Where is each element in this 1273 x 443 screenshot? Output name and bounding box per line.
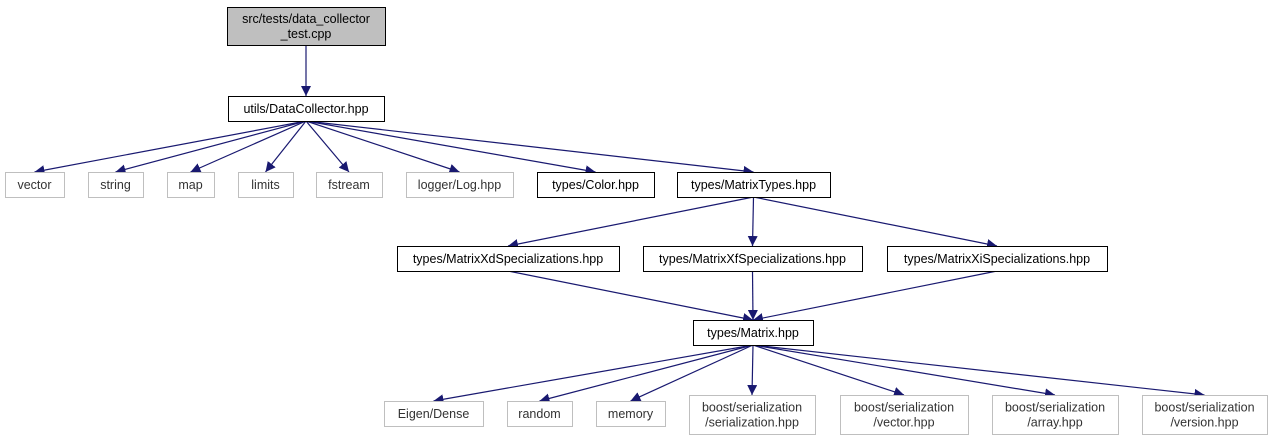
node-box <box>887 246 1108 272</box>
node-label: logger/Log.hpp <box>418 178 501 192</box>
node-box <box>228 96 385 122</box>
node-box <box>406 172 514 198</box>
node-label: memory <box>608 407 654 421</box>
node-matrixtypes[interactable]: types/MatrixTypes.hpp <box>677 172 831 198</box>
node-box <box>1142 395 1268 435</box>
node-label: _test.cpp <box>280 27 332 41</box>
edge-matrix-to-barr <box>752 344 1056 399</box>
node-barr: boost/serialization/array.hpp <box>992 395 1119 435</box>
edge-xd-to-matrix <box>507 270 754 323</box>
node-xd[interactable]: types/MatrixXdSpecializations.hpp <box>397 246 620 272</box>
node-box <box>316 172 383 198</box>
node-log: logger/Log.hpp <box>406 172 514 198</box>
node-label: string <box>100 178 131 192</box>
nodes: src/tests/data_collector_test.cpp utils/D… <box>5 7 1268 435</box>
node-box <box>992 395 1119 435</box>
edge-datacollector-to-string <box>115 120 307 175</box>
edge-datacollector-to-limits <box>265 120 307 173</box>
node-bvec: boost/serialization/vector.hpp <box>840 395 969 435</box>
node-label: types/Matrix.hpp <box>707 326 799 340</box>
edge-datacollector-to-color <box>305 120 596 176</box>
node-datacollector[interactable]: utils/DataCollector.hpp <box>228 96 385 122</box>
node-label: /version.hpp <box>1170 416 1238 430</box>
node-label: map <box>178 178 202 192</box>
node-label: boost/serialization <box>854 401 954 415</box>
node-box <box>507 401 573 427</box>
node-label: vector <box>17 178 51 192</box>
node-label: limits <box>251 178 279 192</box>
node-label: types/MatrixXiSpecializations.hpp <box>904 252 1090 266</box>
node-box <box>227 7 386 46</box>
node-eigen: Eigen/Dense <box>384 401 484 427</box>
node-box <box>689 395 816 435</box>
node-bser: boost/serialization/serialization.hpp <box>689 395 816 435</box>
node-label: Eigen/Dense <box>398 407 470 421</box>
node-label: random <box>518 407 560 421</box>
node-box <box>167 172 215 198</box>
node-box <box>397 246 620 272</box>
node-limits: limits <box>238 172 294 198</box>
node-memory: memory <box>596 401 666 427</box>
edges <box>34 45 1205 405</box>
edge-matrix-to-memory <box>630 344 754 402</box>
node-label: fstream <box>328 178 370 192</box>
edge-matrixtypes-to-xf <box>747 196 758 247</box>
node-label: boost/serialization <box>702 401 802 415</box>
edge-matrix-to-bver <box>752 344 1205 399</box>
node-label: types/MatrixXdSpecializations.hpp <box>413 252 603 266</box>
node-label: boost/serialization <box>1154 401 1254 415</box>
edge-matrix-to-random <box>539 344 754 404</box>
node-matrix[interactable]: types/Matrix.hpp <box>693 320 814 346</box>
node-label: boost/serialization <box>1005 401 1105 415</box>
node-label: /vector.hpp <box>873 416 934 430</box>
node-label: types/MatrixTypes.hpp <box>691 178 816 192</box>
edge-matrixtypes-to-xd <box>507 196 754 249</box>
edge-matrix-to-bvec <box>752 344 905 397</box>
node-bver: boost/serialization/version.hpp <box>1142 395 1268 435</box>
node-box <box>537 172 655 198</box>
node-box <box>677 172 831 198</box>
node-fstream: fstream <box>316 172 383 198</box>
node-box <box>840 395 969 435</box>
node-box <box>384 401 484 427</box>
edge-datacollector-to-matrixtypes <box>305 120 754 176</box>
edge-matrix-to-eigen <box>433 344 754 405</box>
node-color[interactable]: types/Color.hpp <box>537 172 655 198</box>
edge-xi-to-matrix <box>752 270 998 323</box>
node-box <box>5 172 65 198</box>
node-box <box>88 172 144 198</box>
edge-matrix-to-bser <box>747 344 758 396</box>
edge-datacollector-to-map <box>190 120 307 173</box>
node-xf[interactable]: types/MatrixXfSpecializations.hpp <box>643 246 863 272</box>
node-xi[interactable]: types/MatrixXiSpecializations.hpp <box>887 246 1108 272</box>
node-label: /array.hpp <box>1027 416 1082 430</box>
edge-datacollector-to-vector <box>34 120 307 176</box>
edge-datacollector-to-fstream <box>305 120 350 173</box>
node-string: string <box>88 172 144 198</box>
node-box <box>238 172 294 198</box>
node-box <box>596 401 666 427</box>
node-random: random <box>507 401 573 427</box>
node-root[interactable]: src/tests/data_collector_test.cpp <box>227 7 386 46</box>
node-label: types/MatrixXfSpecializations.hpp <box>659 252 846 266</box>
edge-datacollector-to-log <box>305 120 460 174</box>
node-box <box>643 246 863 272</box>
edge-xf-to-matrix <box>747 270 758 321</box>
node-label: /serialization.hpp <box>705 416 799 430</box>
node-vector: vector <box>5 172 65 198</box>
edge-matrixtypes-to-xi <box>753 196 998 249</box>
node-label: types/Color.hpp <box>552 178 639 192</box>
node-map: map <box>167 172 215 198</box>
node-box <box>693 320 814 346</box>
node-label: utils/DataCollector.hpp <box>243 102 368 116</box>
node-label: src/tests/data_collector <box>242 12 370 26</box>
